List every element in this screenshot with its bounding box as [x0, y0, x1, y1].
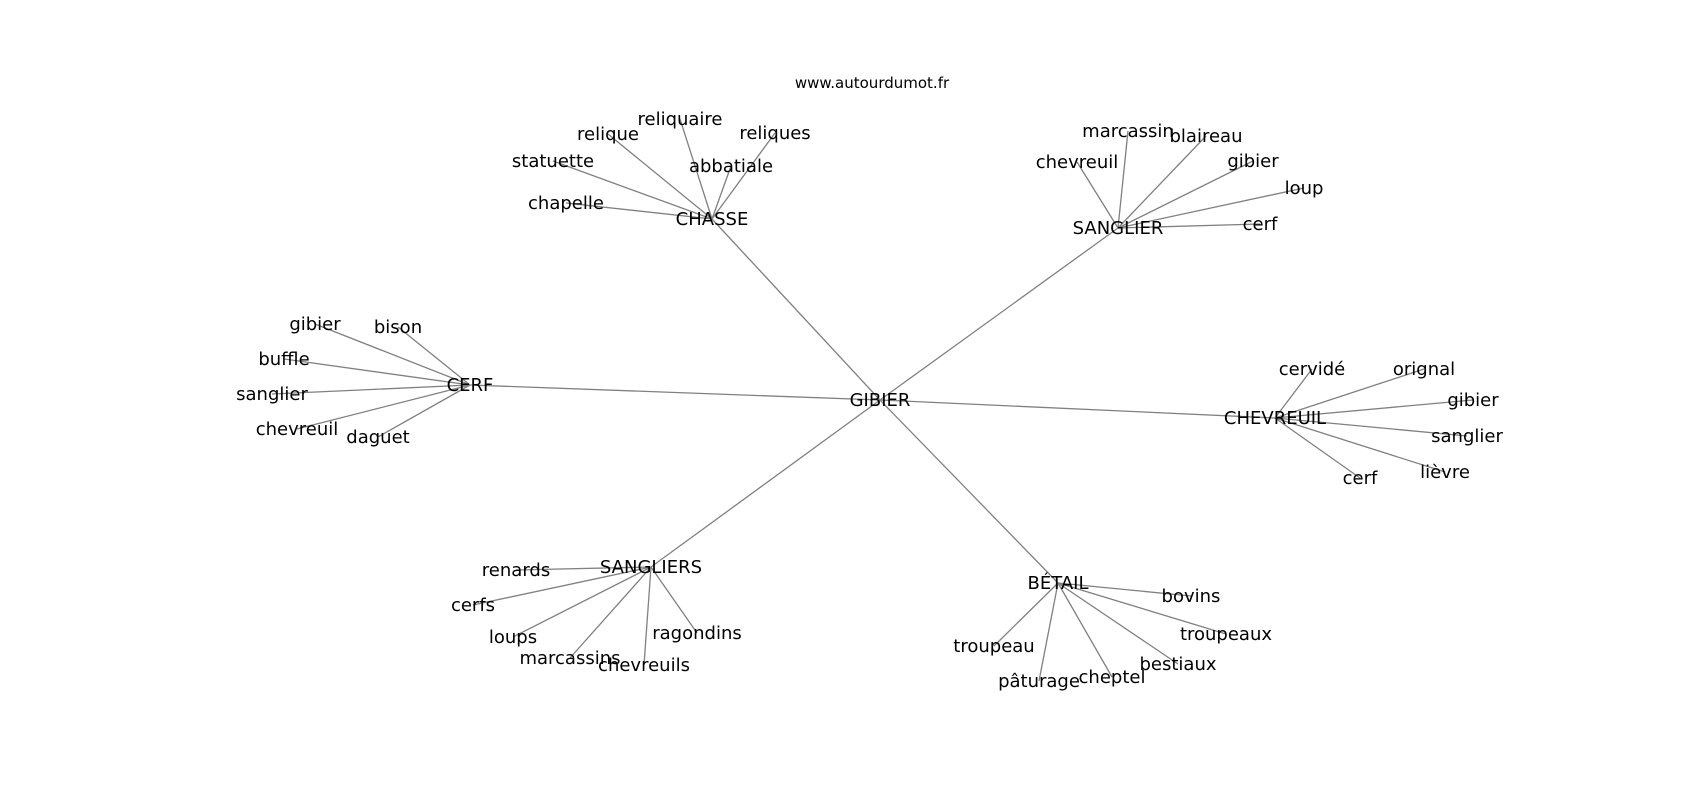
edge-branch-to-leaf [1117, 187, 1305, 229]
leaf-node-label: buffle [258, 349, 309, 370]
leaf-node-label: orignal [1393, 359, 1455, 380]
leaf-node-label: ragondins [652, 623, 742, 644]
leaf-node-label: bison [374, 317, 422, 338]
leaf-node-label: cerf [1243, 214, 1278, 235]
leaf-node-label: pâturage [998, 671, 1080, 692]
edge-branch-to-leaf [271, 384, 471, 395]
edge-branch-to-leaf [1274, 417, 1361, 479]
branch-node-label: BÉTAIL [1028, 572, 1089, 594]
leaf-node-label: chevreuils [598, 655, 690, 676]
leaf-node-label: gibier [1227, 151, 1279, 172]
branch-node-label: SANGLIER [1073, 218, 1164, 239]
leaf-node-label: troupeaux [1180, 624, 1272, 645]
leaf-node-label: blaireau [1170, 126, 1243, 147]
leaf-node-label: marcassin [1082, 121, 1174, 142]
edge-branch-to-leaf [1117, 223, 1261, 229]
branch-node-label: CERF [447, 375, 494, 396]
edge-root-to-branch [879, 399, 1059, 584]
leaf-node-label: loups [489, 627, 537, 648]
edge-branch-to-leaf [1117, 135, 1207, 229]
leaf-node-label: cerfs [451, 595, 495, 616]
leaf-node-label: bestiaux [1139, 654, 1216, 675]
graph-edges [271, 118, 1474, 682]
leaf-node-label: reliques [739, 123, 810, 144]
edge-branch-to-leaf [1057, 582, 1227, 635]
edge-branch-to-leaf [1274, 399, 1474, 419]
edge-branch-to-leaf [512, 566, 652, 638]
leaf-node-label: loup [1285, 178, 1324, 199]
edge-branch-to-leaf [1274, 417, 1468, 437]
edge-branch-to-leaf [711, 132, 776, 220]
edge-branch-to-leaf [607, 133, 713, 220]
edge-root-to-branch [650, 399, 881, 568]
leaf-node-label: gibier [1447, 390, 1499, 411]
leaf-node-label: cerf [1343, 468, 1378, 489]
leaf-node-label: chevreuil [1036, 152, 1119, 173]
branch-node-label: CHASSE [676, 209, 749, 230]
leaf-node-label: reliquaire [637, 109, 722, 130]
edge-branch-to-leaf [1117, 160, 1254, 229]
leaf-node-label: troupeau [953, 636, 1034, 657]
branch-node-label: SANGLIERS [600, 557, 702, 578]
edge-branch-to-leaf [377, 384, 471, 438]
edge-branch-to-leaf [993, 582, 1059, 647]
edge-branch-to-leaf [643, 566, 652, 666]
branch-node-label: CHEVREUIL [1224, 408, 1326, 429]
edge-branch-to-leaf [1057, 582, 1179, 665]
leaf-node-label: relique [577, 124, 639, 145]
edge-branch-to-leaf [283, 358, 471, 386]
leaf-node-label: daguet [346, 427, 409, 448]
edge-branch-to-leaf [650, 566, 698, 634]
leaf-node-label: bovins [1162, 586, 1221, 607]
edge-branch-to-leaf [397, 326, 471, 386]
edge-branch-to-leaf [1117, 130, 1129, 229]
leaf-node-label: gibier [289, 314, 341, 335]
edge-branch-to-leaf [515, 566, 652, 571]
leaf-node-label: abbatiale [689, 156, 773, 177]
edge-root-to-branch [711, 218, 881, 401]
leaf-node-label: statuette [512, 151, 594, 172]
edge-branch-to-leaf [1038, 582, 1059, 682]
edge-branch-to-leaf [569, 566, 652, 659]
edge-root-to-branch [469, 384, 881, 401]
leaf-node-label: sanglier [236, 384, 308, 405]
edge-root-to-branch [879, 399, 1276, 419]
edge-branch-to-leaf [1057, 582, 1192, 597]
leaf-node-label: cervidé [1279, 359, 1346, 380]
leaf-node-label: marcassins [519, 648, 620, 669]
edge-branch-to-leaf [1274, 368, 1313, 419]
watermark-text: www.autourdumot.fr [795, 74, 950, 92]
edge-branch-to-leaf [552, 160, 713, 220]
leaf-node-label: sanglier [1431, 426, 1503, 447]
leaf-node-label: chevreuil [256, 419, 339, 440]
leaf-node-label: cheptel [1079, 667, 1146, 688]
edge-branch-to-leaf [1274, 368, 1425, 419]
leaf-node-label: renards [482, 560, 550, 581]
edge-branch-to-leaf [472, 566, 652, 606]
leaf-node-label: lièvre [1420, 462, 1470, 483]
edge-root-to-branch [879, 227, 1119, 401]
edge-branch-to-leaf [314, 323, 471, 386]
edge-branch-to-leaf [1076, 161, 1119, 229]
root-node-label: GIBIER [850, 390, 911, 411]
edge-branch-to-leaf [296, 384, 471, 430]
edge-branch-to-leaf [679, 118, 713, 220]
edge-branch-to-leaf [565, 202, 713, 220]
edge-branch-to-leaf [1057, 582, 1113, 678]
leaf-node-label: chapelle [528, 193, 604, 214]
edge-branch-to-leaf [1274, 417, 1446, 473]
edge-branch-to-leaf [711, 165, 732, 220]
